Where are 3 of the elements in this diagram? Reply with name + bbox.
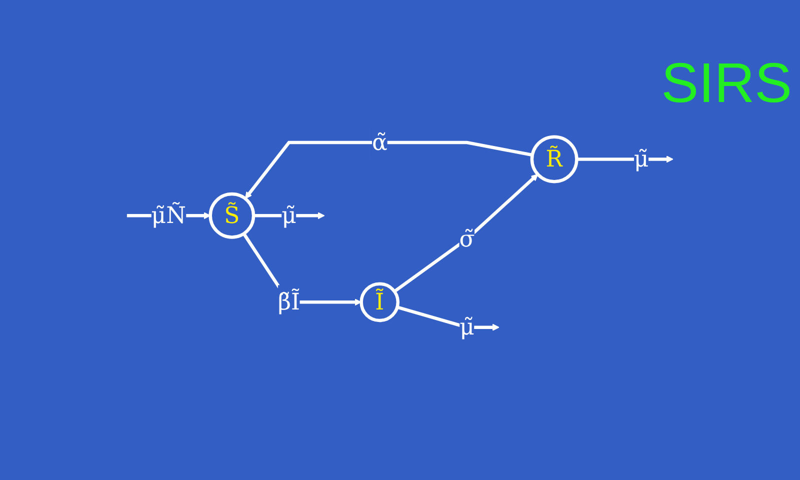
compartment-circle: S̃ <box>208 192 256 239</box>
diagram-title: SIRS <box>661 50 792 115</box>
compartment-circle: Ĩ <box>360 282 400 322</box>
